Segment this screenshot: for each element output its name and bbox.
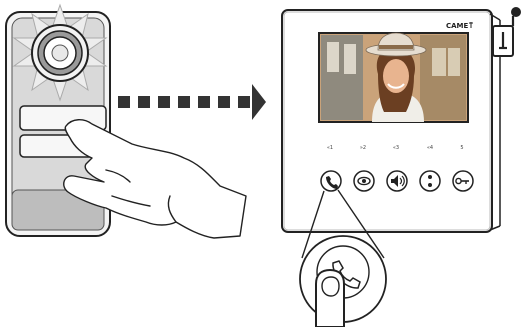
video-screen xyxy=(319,33,468,122)
answer-button[interactable] xyxy=(321,171,341,191)
brand-logo: CAME xyxy=(446,22,469,30)
function-label-4: «4 xyxy=(427,145,433,151)
function-label-1: «1 xyxy=(327,145,333,151)
camera-view-button[interactable] xyxy=(354,171,374,191)
menu-button[interactable] xyxy=(420,171,440,191)
function-label-3: «3 xyxy=(393,145,399,151)
finger-pressing xyxy=(316,270,344,327)
function-label-2: »2 xyxy=(360,145,366,151)
camera-lens xyxy=(32,25,88,81)
wall-connection-icon xyxy=(493,7,521,56)
direction-arrow xyxy=(118,84,266,120)
audio-button[interactable] xyxy=(387,171,407,191)
door-open-button[interactable] xyxy=(453,171,473,191)
function-label-5: 5 xyxy=(460,145,463,151)
video-monitor: CAME «1 »2 «3 «4 5 xyxy=(282,10,500,232)
